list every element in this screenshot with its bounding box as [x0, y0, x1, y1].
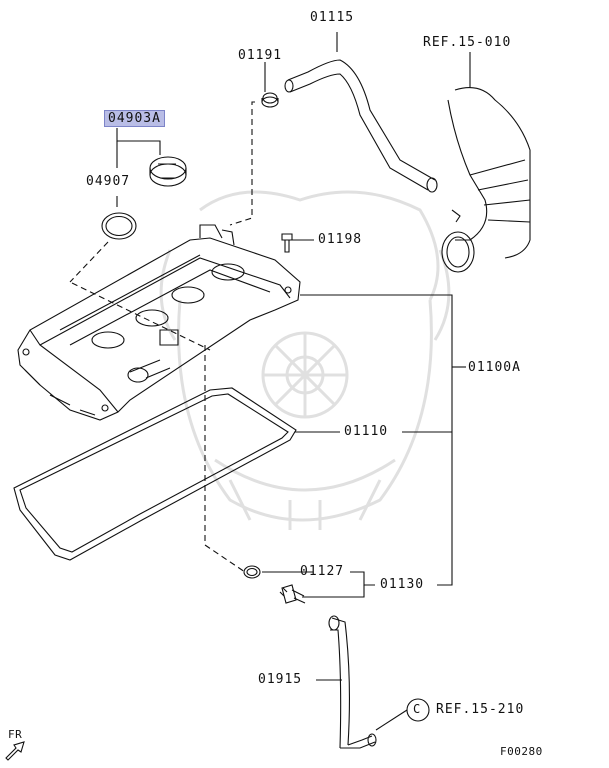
- ref-circle-letter: C: [413, 702, 422, 716]
- front-label: FR: [8, 728, 23, 741]
- part-label-04907: 04907: [86, 174, 131, 189]
- oil-filler-cap: [149, 156, 187, 187]
- air-intake-hose: [441, 87, 531, 273]
- hose-01915: [328, 615, 377, 749]
- ref-label-15-210: REF.15-210: [436, 702, 525, 717]
- part-label-01110: 01110: [344, 424, 389, 439]
- part-label-01127: 01127: [300, 564, 345, 579]
- watermark-emblem: [159, 190, 451, 530]
- bolt-01198: [281, 233, 293, 253]
- rocker-cover: [17, 224, 301, 421]
- part-label-01115: 01115: [310, 10, 355, 25]
- part-label-01198: 01198: [318, 232, 363, 247]
- part-label-01915: 01915: [258, 672, 303, 687]
- breather-hose-01115: [284, 59, 438, 193]
- front-direction-arrow-icon: [5, 741, 25, 761]
- leader-lines: [116, 32, 471, 731]
- figure-code: F00280: [500, 745, 543, 758]
- part-label-01191: 01191: [238, 48, 283, 63]
- part-label-04903a: 04903A: [104, 110, 165, 127]
- rocker-cover-gasket: [13, 387, 297, 561]
- dashed-leaders: [69, 101, 255, 573]
- part-label-01130: 01130: [380, 577, 425, 592]
- pcv-valve: [279, 584, 306, 604]
- ref-circle-marker: [406, 698, 430, 722]
- cap-gasket-ring: [101, 212, 137, 240]
- o-ring-01127: [243, 565, 261, 579]
- ref-label-15-010: REF.15-010: [423, 35, 512, 50]
- part-label-01100a: 01100A: [468, 360, 521, 375]
- grommet-01191: [261, 92, 279, 108]
